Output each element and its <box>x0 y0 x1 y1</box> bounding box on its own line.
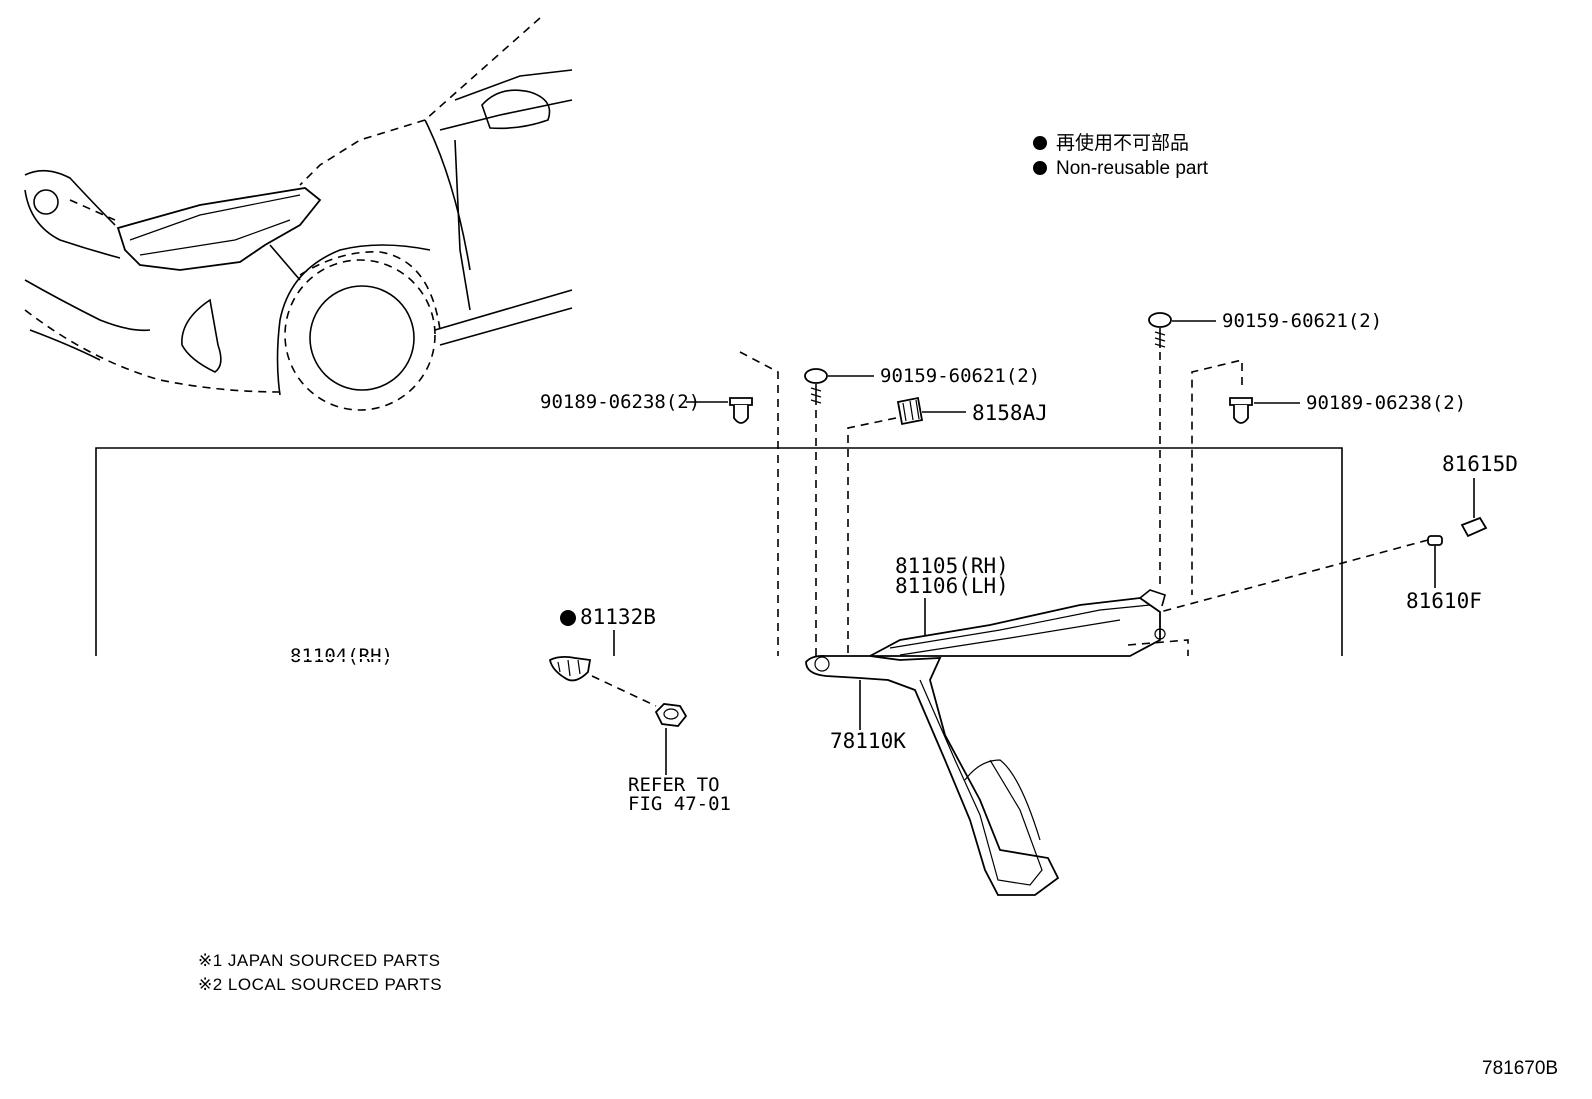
bulb[interactable]: 81610F <box>1406 535 1482 613</box>
filled-dot-icon <box>560 610 576 626</box>
clip-right[interactable]: 90189-06238(2) <box>1229 392 1466 424</box>
legend-jp: 再使用不可部品 <box>1056 132 1189 154</box>
car-front-sketch <box>24 17 573 411</box>
clip-left[interactable]: 90189-06238(2) <box>540 391 753 424</box>
label-refer-line1: REFER TO <box>628 774 720 796</box>
socket[interactable]: 81615D <box>1442 452 1518 538</box>
legend-en: Non-reusable part <box>1056 158 1209 179</box>
legend: 再使用不可部品 Non-reusable part <box>1033 132 1209 179</box>
label-refer-line2: FIG 47-01 <box>628 793 731 815</box>
cut-mask <box>96 657 1346 659</box>
label-clip-right: 90189-06238(2) <box>1306 392 1466 414</box>
leader-bulb <box>1159 539 1429 613</box>
label-bulb: 81610F <box>1406 589 1482 613</box>
figure-code: 781670B <box>1482 1058 1558 1079</box>
footnote-local: ※2 LOCAL SOURCED PARTS <box>198 975 442 994</box>
grommet[interactable]: 8158AJ <box>896 396 1048 426</box>
leader-clip-left <box>739 351 779 656</box>
headlamp-assembly[interactable] <box>869 589 1189 657</box>
label-screw-left: 90159-60621(2) <box>880 365 1040 387</box>
screw-left[interactable]: 90159-60621(2) <box>804 365 1040 405</box>
label-screw-right: 90159-60621(2) <box>1222 310 1382 332</box>
label-bracket: 81132B <box>580 605 656 629</box>
screw-right[interactable]: 90159-60621(2) <box>1148 310 1382 348</box>
filled-dot-icon <box>1033 161 1047 175</box>
filled-dot-icon <box>1033 136 1047 150</box>
assembly-border <box>95 447 1343 656</box>
label-lamp-lh: 81106(LH) <box>895 574 1009 598</box>
leader-clip-right <box>1191 358 1243 595</box>
label-lamp-rh: 81105(RH) <box>895 554 1009 578</box>
label-horn: 78110K <box>830 729 906 753</box>
label-socket: 81615D <box>1442 452 1518 476</box>
label-cut-lamp: 81104(RH) <box>290 645 393 667</box>
label-grommet: 8158AJ <box>972 401 1048 425</box>
bracket[interactable]: 81132B <box>548 605 656 682</box>
nut[interactable] <box>591 675 688 775</box>
label-clip-left: 90189-06238(2) <box>540 391 700 413</box>
footnote-japan: ※1 JAPAN SOURCED PARTS <box>198 951 441 970</box>
leader-grommet <box>847 417 897 656</box>
horn-bracket[interactable]: 78110K <box>805 654 1060 896</box>
